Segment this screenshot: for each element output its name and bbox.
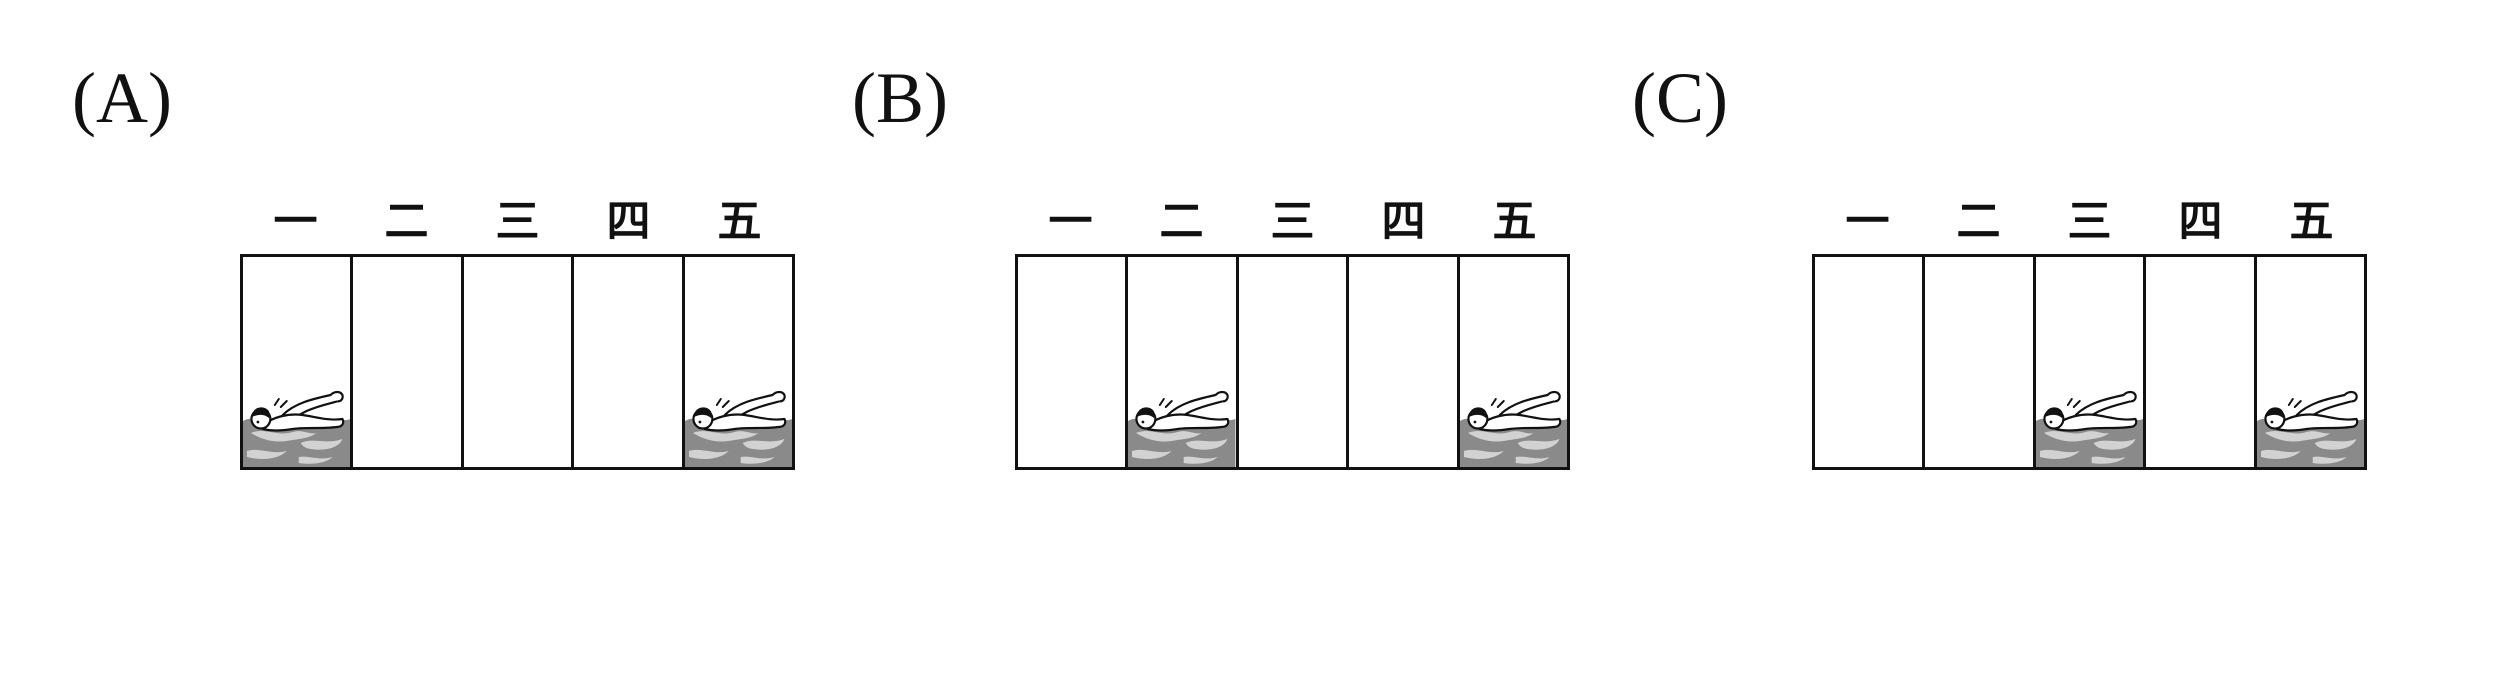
day-label-5: 五 bbox=[1492, 196, 1537, 247]
day-cell-4 bbox=[2143, 257, 2253, 467]
day-cell-2 bbox=[1125, 257, 1236, 467]
day-cell-5 bbox=[1456, 257, 1568, 467]
day-label-5: 五 bbox=[2289, 196, 2334, 247]
weekday-header-row: 一 二 三 四 五 bbox=[1812, 190, 2367, 254]
day-cell-1 bbox=[1815, 257, 1922, 467]
option-c: (C) 一 二 三 四 五 bbox=[1560, 0, 2367, 686]
day-cells bbox=[1015, 254, 1570, 470]
day-cell-3 bbox=[1235, 257, 1346, 467]
weekday-grid: 一 二 三 四 五 bbox=[1812, 190, 2367, 470]
option-label: (C) bbox=[1632, 58, 1728, 138]
day-label-3: 三 bbox=[1270, 196, 1315, 247]
weekday-grid: 一 二 三 四 五 bbox=[240, 190, 795, 470]
day-label-5: 五 bbox=[717, 196, 762, 247]
day-label-1: 一 bbox=[273, 196, 318, 247]
swimmer-icon bbox=[684, 390, 793, 467]
day-cell-1 bbox=[1018, 257, 1125, 467]
swimmer-icon bbox=[2035, 390, 2144, 467]
option-label: (B) bbox=[852, 58, 948, 138]
swimmer-icon bbox=[243, 390, 351, 467]
day-cell-5 bbox=[2253, 257, 2365, 467]
day-label-4: 四 bbox=[1381, 196, 1426, 247]
weekday-grid: 一 二 三 四 五 bbox=[1015, 190, 1570, 470]
day-label-2: 二 bbox=[1956, 196, 2001, 247]
day-label-4: 四 bbox=[2178, 196, 2223, 247]
day-cell-3 bbox=[2032, 257, 2144, 467]
day-label-3: 三 bbox=[495, 196, 540, 247]
day-label-2: 二 bbox=[384, 196, 429, 247]
day-cells bbox=[1812, 254, 2367, 470]
day-cell-2 bbox=[1922, 257, 2032, 467]
day-label-1: 一 bbox=[1048, 196, 1093, 247]
day-cell-4 bbox=[1346, 257, 1456, 467]
day-cell-1 bbox=[243, 257, 351, 467]
option-b: (B) 一 二 三 四 五 bbox=[780, 0, 1570, 686]
day-label-4: 四 bbox=[606, 196, 651, 247]
swimmer-icon bbox=[2256, 390, 2365, 467]
day-label-2: 二 bbox=[1159, 196, 1204, 247]
day-cell-5 bbox=[681, 257, 793, 467]
day-cell-3 bbox=[460, 257, 571, 467]
weekday-header-row: 一 二 三 四 五 bbox=[240, 190, 795, 254]
swimmer-icon bbox=[1128, 390, 1236, 467]
day-label-3: 三 bbox=[2067, 196, 2112, 247]
day-cells bbox=[240, 254, 795, 470]
day-label-1: 一 bbox=[1845, 196, 1890, 247]
day-cell-2 bbox=[350, 257, 460, 467]
swimmer-icon bbox=[1459, 390, 1568, 467]
weekday-header-row: 一 二 三 四 五 bbox=[1015, 190, 1570, 254]
option-a: (A) 一 二 三 四 五 bbox=[0, 0, 795, 686]
day-cell-4 bbox=[571, 257, 681, 467]
option-label: (A) bbox=[72, 58, 172, 138]
